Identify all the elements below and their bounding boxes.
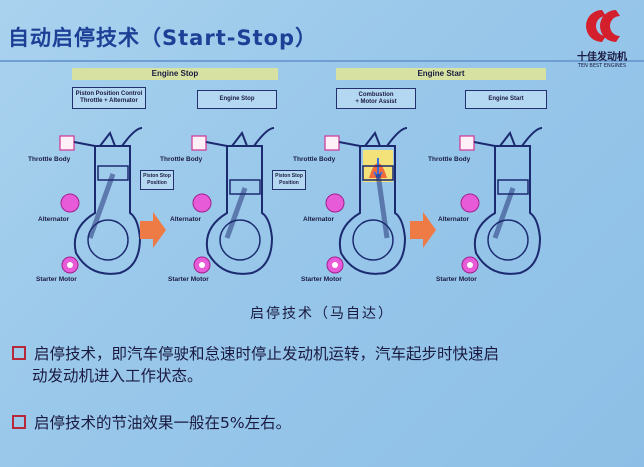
throttle-body-label: Throttle Body bbox=[293, 156, 336, 163]
company-logo: 十佳发动机 TEN BEST ENGINES bbox=[564, 6, 640, 69]
engine-diagram: Throttle Body Alternator Starter Motor P… bbox=[28, 118, 174, 288]
alternator-label: Alternator bbox=[438, 216, 470, 223]
bullet-text: 启停技术的节油效果一般在5%左右。 bbox=[34, 414, 292, 432]
engine-diagram: Throttle Body Alternator Starter Motor bbox=[293, 118, 425, 288]
alternator-label: Alternator bbox=[170, 216, 202, 223]
transition-arrow-icon bbox=[410, 212, 436, 248]
engine-cross-section-icon bbox=[459, 127, 543, 275]
alternator-label: Alternator bbox=[303, 216, 335, 223]
starter-motor-label: Starter Motor bbox=[168, 276, 209, 283]
bullet-item: 启停技术的节油效果一般在5%左右。 bbox=[12, 412, 291, 434]
engine-start-box: Engine Start bbox=[465, 90, 547, 109]
engine-stop-header: Engine Stop bbox=[72, 68, 278, 80]
logo-mark-icon bbox=[586, 10, 620, 42]
bullet-item: 启停技术，即汽车停驶和怠速时停止发动机运转，汽车起步时快速启 动发动机进入工作状… bbox=[12, 343, 499, 387]
bullet-text-cont: 动发动机进入工作状态。 bbox=[32, 367, 203, 385]
engine-cross-section-icon bbox=[324, 127, 408, 275]
piston-stop-position-box: Piston Stop Position bbox=[272, 170, 306, 190]
engine-stop-box: Engine Stop bbox=[197, 90, 277, 109]
transition-arrow-icon bbox=[140, 212, 166, 248]
starter-motor-label: Starter Motor bbox=[36, 276, 77, 283]
logo-text-cn: 十佳发动机 bbox=[577, 52, 627, 63]
bullet-text: 启停技术，即汽车停驶和怠速时停止发动机运转，汽车起步时快速启 bbox=[34, 345, 500, 363]
throttle-body-label: Throttle Body bbox=[28, 156, 71, 163]
starter-motor-label: Starter Motor bbox=[301, 276, 342, 283]
starter-motor-label: Starter Motor bbox=[436, 276, 477, 283]
alternator-label: Alternator bbox=[38, 216, 70, 223]
engine-cross-section-icon bbox=[59, 127, 143, 275]
engine-start-header: Engine Start bbox=[336, 68, 546, 80]
piston-stop-position-box: Piston Stop Position bbox=[140, 170, 174, 190]
slide-title: 自动启停技术（Start-Stop） bbox=[8, 26, 318, 50]
engine-diagram: Throttle Body Alternator Starter Motor bbox=[428, 118, 560, 288]
title-divider bbox=[0, 60, 644, 62]
throttle-body-label: Throttle Body bbox=[160, 156, 203, 163]
piston-control-box: Piston Position Control Throttle + Alter… bbox=[72, 87, 146, 109]
throttle-body-label: Throttle Body bbox=[428, 156, 471, 163]
engine-diagram: Throttle Body Alternator Starter Motor P… bbox=[160, 118, 306, 288]
bullet-square-icon bbox=[12, 415, 26, 429]
combustion-box: Combustion + Motor Assist bbox=[336, 88, 416, 109]
diagram-caption: 启停技术（马自达） bbox=[250, 306, 394, 322]
bullet-square-icon bbox=[12, 346, 26, 360]
engine-cross-section-icon bbox=[191, 127, 275, 275]
logo-text-en: TEN BEST ENGINES bbox=[577, 63, 627, 69]
